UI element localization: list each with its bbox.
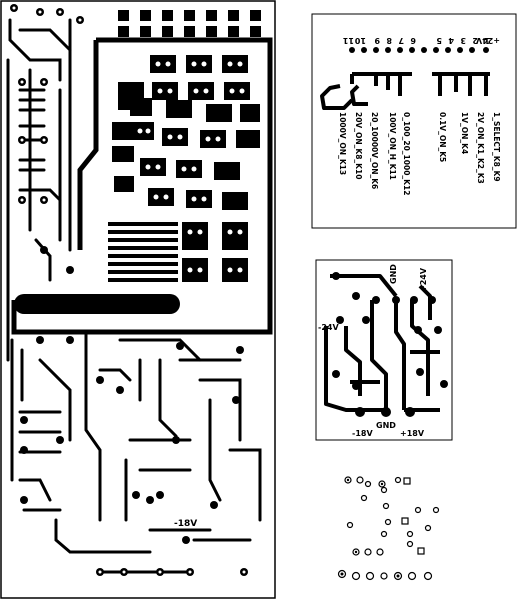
signal-label-100-20: 0_100_20_1000_K12 [402, 112, 411, 195]
signal-label-20v: 20V_ON_K8_K10 [354, 112, 363, 179]
pin-label-9: 9 [374, 36, 380, 45]
main-pcb-board: -18V [0, 0, 276, 599]
relay-drill-holes [137, 61, 245, 273]
drill-template [337, 476, 440, 581]
power-supply-board: GND +24V -24V -18V GND +18V [315, 259, 453, 441]
pin-number-labels: +24V 1 2 3 4 5 6 7 8 9 10 11 [342, 36, 500, 45]
power-label-plus24: +24V [419, 267, 428, 292]
signal-label-20-10000: 20_10000V_ON_K6 [370, 112, 379, 189]
drill-filled-holes [340, 478, 400, 578]
power-board-outline [315, 259, 453, 441]
power-traces [324, 274, 440, 412]
pin-label-2: 2 [472, 36, 478, 45]
header-pin-pads [349, 47, 489, 53]
power-label-minus24: -24V [318, 323, 339, 332]
pin-label-10: 10 [354, 36, 366, 45]
pin-label-11: 11 [342, 36, 354, 45]
main-board-outline [0, 0, 276, 599]
power-pads [332, 272, 448, 417]
signal-label-01v: 0.1V_ON_K5 [438, 112, 447, 162]
power-labels: GND +24V -24V -18V GND +18V [318, 264, 428, 438]
pin-label-8: 8 [386, 36, 392, 45]
pin-label-5: 5 [436, 36, 442, 45]
signal-label-1v: 1V_ON_K4 [460, 112, 469, 154]
connector-board-outline [311, 13, 517, 229]
power-label-plus18: +18V [400, 429, 425, 438]
resistor-bus-block [108, 222, 178, 282]
signal-label-2v: 2V_ON_K1_K2_K3 [476, 112, 485, 184]
relay-pad-grid [112, 55, 260, 282]
pin-label-4: 4 [448, 36, 454, 45]
ground-bar [14, 294, 180, 314]
power-label-gnd-bottom: GND [376, 421, 396, 430]
main-board-minus18-label: -18V [174, 519, 197, 529]
signal-label-select: 1_SELECT_K8_K9 [492, 112, 501, 182]
power-label-minus18: -18V [352, 429, 373, 438]
pin-label-6: 6 [410, 36, 416, 45]
lower-signal-traces [10, 330, 262, 574]
power-label-gnd-top: GND [389, 264, 398, 284]
signal-labels: 1_SELECT_K8_K9 2V_ON_K1_K2_K3 1V_ON_K4 0… [338, 112, 501, 195]
pin-label-3: 3 [460, 36, 466, 45]
component-pad-holes [12, 6, 246, 574]
ground-plane-trace [11, 37, 273, 335]
signal-label-1000v: 1000V_ON_K13 [338, 112, 347, 175]
left-signal-traces [6, 18, 72, 362]
connector-board: +24V 1 2 3 4 5 6 7 8 9 10 11 1_SELECT_K8… [311, 13, 517, 229]
connector-traces [320, 72, 490, 110]
pin-label-plus24: +24V [475, 36, 500, 45]
pin-label-7: 7 [398, 36, 404, 45]
signal-label-100v: 100V_ON_H_K11 [388, 112, 397, 180]
top-connector-pads [118, 10, 261, 37]
pin-label-1: 1 [484, 36, 490, 45]
